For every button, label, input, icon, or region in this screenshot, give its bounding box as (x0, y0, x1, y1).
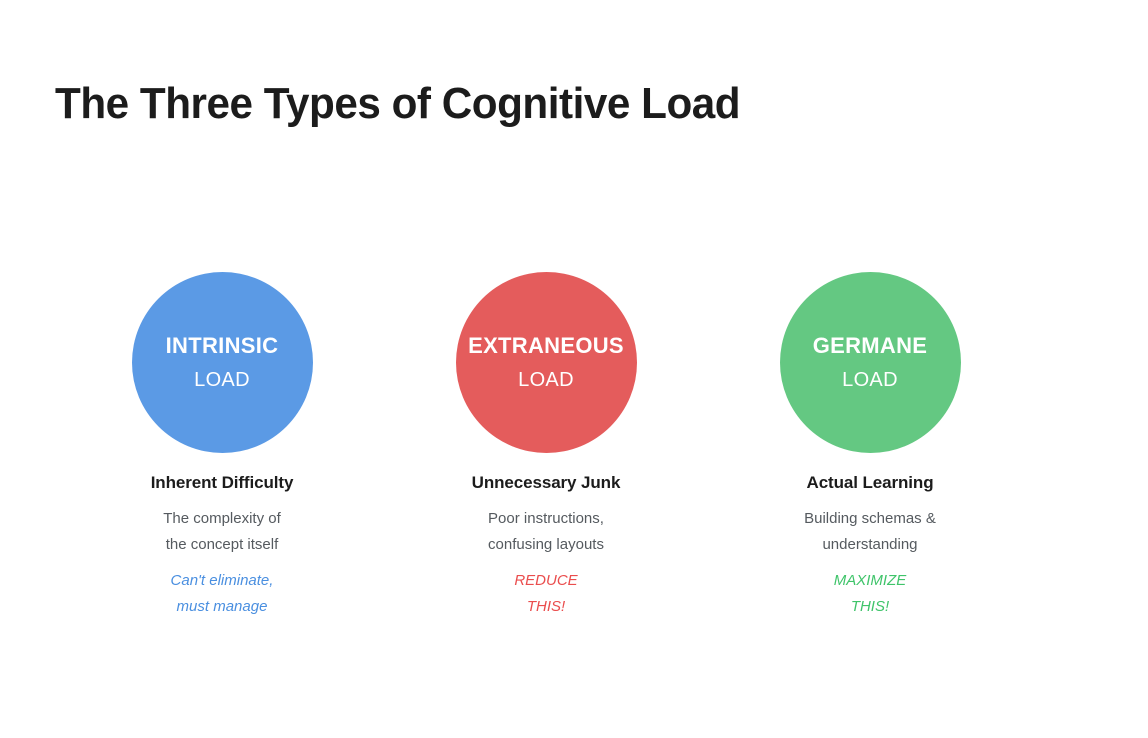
germane-load-circle: GERMANE LOAD (779, 272, 961, 453)
circle-title: EXTRANEOUS (468, 333, 624, 358)
extraneous-load-circle: EXTRANEOUS LOAD (455, 272, 637, 453)
load-types-row: INTRINSIC LOAD Inherent Difficulty The c… (0, 272, 1148, 620)
caption-heading: Inherent Difficulty (150, 473, 294, 492)
caption-action-line-2: THIS! (526, 597, 566, 615)
intrinsic-load-circle: INTRINSIC LOAD (131, 272, 313, 453)
load-type-card-extraneous: EXTRANEOUS LOAD Unnecessary Junk Poor in… (384, 272, 708, 620)
caption-description-line-2: confusing layouts (488, 536, 604, 554)
caption-description-line-1: Poor instructions, (488, 510, 604, 528)
circle-subtitle: LOAD (842, 369, 898, 391)
caption-action-line-1: MAXIMIZE (833, 571, 907, 589)
caption-action: MAXIMIZE THIS! (834, 568, 907, 620)
caption-description-line-2: the concept itself (165, 536, 279, 554)
caption-heading: Unnecessary Junk (471, 473, 621, 492)
caption-description-line-1: Building schemas & (804, 510, 936, 528)
caption-action: REDUCE THIS! (514, 568, 577, 620)
load-type-card-intrinsic: INTRINSIC LOAD Inherent Difficulty The c… (60, 272, 384, 620)
caption-action: Can't eliminate, must manage (171, 568, 274, 620)
caption-action-line-2: must manage (176, 597, 268, 615)
caption-description-line-2: understanding (822, 536, 918, 554)
caption-heading: Actual Learning (806, 473, 934, 492)
circle-title: INTRINSIC (165, 333, 279, 358)
circle-subtitle: LOAD (518, 369, 574, 391)
caption-description: The complexity of the concept itself (163, 506, 281, 558)
load-type-card-germane: GERMANE LOAD Actual Learning Building sc… (708, 272, 1032, 620)
caption-action-line-1: Can't eliminate, (170, 571, 274, 589)
caption-action-line-1: REDUCE (514, 571, 578, 589)
caption-description: Poor instructions, confusing layouts (488, 506, 604, 558)
caption-description: Building schemas & understanding (804, 506, 936, 558)
caption-description-line-1: The complexity of (163, 510, 281, 528)
circle-subtitle: LOAD (194, 369, 250, 391)
circle-title: GERMANE (812, 333, 928, 358)
caption-action-line-2: THIS! (850, 597, 890, 615)
page-title: The Three Types of Cognitive Load (55, 79, 741, 129)
